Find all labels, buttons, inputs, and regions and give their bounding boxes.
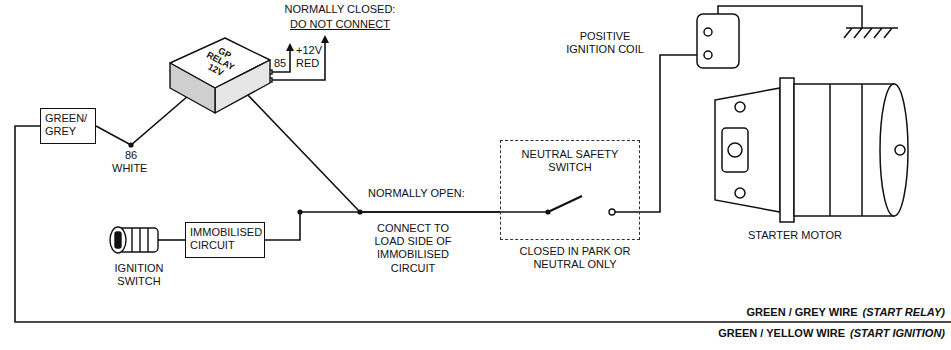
ignition-wire (158, 239, 185, 241)
nc-wire (270, 42, 325, 80)
note-text: CONNECT TO LOAD SIDE OF IMMOBILISED CIRC… (368, 222, 458, 275)
drive-housing (715, 88, 780, 212)
key-slot (115, 232, 121, 248)
ignition-switch-icon (110, 227, 158, 253)
wire-dots (128, 35, 550, 215)
wire-function: (START IGNITION) (850, 327, 945, 340)
bolt (735, 188, 745, 198)
note-text: NORMALLY OPEN: (368, 187, 465, 200)
wire-function: (START RELAY) (863, 306, 946, 319)
arrow-head (286, 43, 294, 51)
flange (780, 78, 794, 222)
pinion-hub (728, 143, 742, 157)
switch-pivot (545, 209, 550, 214)
switch-blade (548, 196, 582, 212)
barrel-ribs (132, 228, 148, 252)
switch-lead (500, 211, 546, 213)
switch-contact (609, 209, 615, 215)
voltage-label: +12V (296, 44, 322, 57)
wire-colour: GREEN / YELLOW WIRE (718, 327, 845, 340)
part-name: IGNITION SWITCH (103, 262, 175, 288)
starter-motor-icon (715, 78, 908, 222)
wires (15, 42, 951, 322)
circuit-box: IMMOBILISED CIRCUIT (185, 222, 265, 258)
wire-colour: RED (296, 57, 319, 70)
note-text: DO NOT CONNECT (280, 18, 400, 31)
coil-body (697, 14, 739, 68)
note-text: NORMALLY CLOSED: (280, 3, 400, 16)
coil-wire (615, 55, 704, 212)
switch-region: NEUTRAL SAFETY SWITCH (500, 140, 640, 240)
relay-box: GP RELAY 12V (170, 38, 270, 113)
feed-wire (270, 50, 290, 72)
node-text: IMMOBILISED CIRCUIT (190, 226, 260, 252)
part-name: POSITIVE IGNITION COIL (558, 30, 652, 56)
coil-terminal (704, 51, 712, 59)
wire-legend-row: GREEN / YELLOW WIRE (START IGNITION) (718, 327, 945, 340)
terminal-stud (895, 145, 905, 155)
wire-connector (96, 94, 190, 145)
ground-symbol (844, 28, 898, 38)
ignition-coil-icon (697, 6, 898, 68)
pin-number: 86 (125, 149, 137, 162)
wire-connector (245, 92, 500, 212)
end-cap (880, 84, 908, 216)
part-name: STARTER MOTOR (735, 229, 855, 242)
wire-colour-box: GREEN/ GREY (40, 108, 96, 144)
wire-colour: WHITE (112, 162, 147, 175)
wire-colour: GREEN / GREY WIRE (746, 306, 857, 319)
motor-body (794, 84, 894, 216)
switch-face (110, 227, 126, 253)
pinion (722, 128, 748, 172)
wire-legend-row: GREEN / GREY WIRE (START RELAY) (746, 306, 945, 319)
node-text: NEUTRAL SAFETY SWITCH (505, 148, 635, 174)
node-text: GREEN/ GREY (45, 112, 91, 138)
arrow-head (321, 35, 329, 43)
coil-terminal (704, 28, 712, 36)
body-band (830, 84, 862, 216)
pin-number: 85 (274, 57, 286, 70)
note-text: CLOSED IN PARK OR NEUTRAL ONLY (510, 245, 640, 271)
bolt (735, 102, 745, 112)
